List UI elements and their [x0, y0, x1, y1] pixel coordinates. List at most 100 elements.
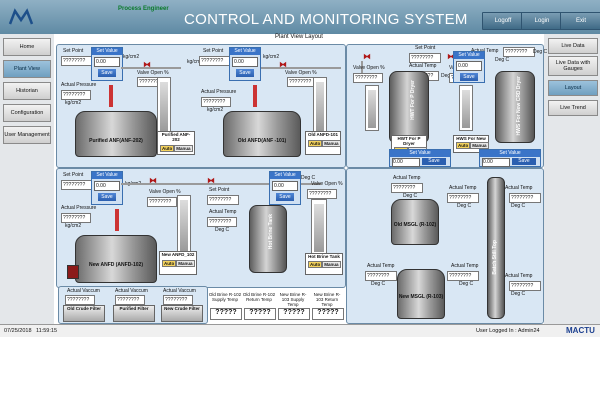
- nav-user-management[interactable]: User Management: [3, 126, 51, 144]
- pipe: [361, 61, 363, 75]
- nav-configuration[interactable]: Configuration: [3, 104, 51, 122]
- set-value-input[interactable]: 0.00: [94, 181, 120, 191]
- tag-card: New ANFD_102 Auto Manua: [159, 251, 197, 275]
- auto-button[interactable]: Auto: [162, 260, 177, 267]
- save-button[interactable]: Save: [236, 69, 254, 77]
- auto-button[interactable]: Auto: [308, 140, 323, 147]
- control-valve-icon[interactable]: ⧓: [363, 52, 371, 61]
- unit-label: Deg C: [511, 203, 526, 209]
- tank-new-msgl[interactable]: New MSGL (R-103): [397, 269, 445, 319]
- tank-old-anfd[interactable]: Old ANFD(ANF -101): [223, 111, 301, 157]
- tank-hwt-p-dryer[interactable]: HWT For P Dryer: [389, 71, 429, 143]
- auto-button[interactable]: Auto: [308, 261, 323, 268]
- set-value-card: Set Value 0.00 Save: [91, 47, 123, 81]
- tank-label: New ANFD (ANFD-102): [89, 262, 143, 268]
- nav-live-trend[interactable]: Live Trend: [548, 100, 598, 116]
- control-valve-icon[interactable]: ⧓: [447, 52, 455, 61]
- set-value-label: Set Value: [92, 172, 122, 179]
- actual-pressure-label: Actual Pressure: [61, 205, 97, 211]
- tank-purified-anf[interactable]: Purified ANF(ANF-202): [75, 111, 157, 157]
- vacuum-value: ????????: [163, 295, 193, 305]
- set-value-label: Set Value: [270, 172, 300, 179]
- set-value-input[interactable]: 0.00: [272, 181, 298, 191]
- set-value-input[interactable]: 0.00: [94, 57, 120, 67]
- save-button[interactable]: Save: [98, 193, 116, 201]
- nav-live-data[interactable]: Live Data: [548, 38, 598, 54]
- filter-old-crude[interactable]: Old Crude Filter: [63, 305, 105, 322]
- brine-temp-value: ?????: [312, 308, 344, 320]
- set-value-input[interactable]: 0.00: [392, 158, 420, 167]
- brine-temp-label: Old Brine R-102 Supply Temp: [208, 292, 242, 302]
- nav-historian[interactable]: Historian: [3, 82, 51, 100]
- exit-button[interactable]: Exit: [560, 12, 600, 30]
- unit-label: Deg C: [301, 175, 316, 181]
- save-button[interactable]: Save: [98, 69, 116, 77]
- tank-old-msgl[interactable]: Old MSGL (R-102): [391, 199, 439, 245]
- valve-open-label: Valve Open %: [353, 65, 385, 71]
- valve-gauge: [365, 85, 379, 131]
- manual-button[interactable]: Manua: [322, 261, 341, 268]
- actual-temp-label: Actual Temp: [449, 185, 477, 191]
- actual-temp-value: ????????: [447, 271, 479, 281]
- pressure-indicator-icon: [109, 85, 113, 107]
- control-valve-icon[interactable]: ⧓: [207, 176, 215, 185]
- set-value-label: Set Value: [230, 48, 260, 55]
- filter-purified[interactable]: Purified Filter: [113, 305, 155, 322]
- save-button[interactable]: Save: [422, 158, 446, 165]
- plant-view-title: Plant View Layout: [275, 34, 323, 40]
- actual-temp-label: Actual Temp: [367, 263, 395, 269]
- actual-temp-value: ????????: [391, 183, 423, 193]
- manual-button[interactable]: Manua: [176, 260, 195, 267]
- tank-hot-brine[interactable]: Hot Brine Tank: [249, 205, 287, 273]
- valve-open-value: ????????: [307, 189, 337, 199]
- panel-anf: Set Point ???????? Set Value 0.00 Save k…: [56, 44, 346, 168]
- auto-button[interactable]: Auto: [160, 145, 175, 152]
- actual-temp-label: Actual Temp: [209, 209, 237, 215]
- control-valve-icon[interactable]: ⧓: [143, 60, 151, 69]
- set-value-input[interactable]: 0.00: [456, 61, 482, 71]
- set-value-card: Set Value 0.00 Save: [479, 149, 541, 167]
- set-value-card: Set Value 0.00 Save: [91, 171, 123, 205]
- actual-vacuum-label: Actual Vaccum: [115, 288, 148, 294]
- unit-label: kg/cm2: [123, 54, 140, 60]
- set-point-label: Set Point: [209, 187, 230, 193]
- valve-gauge: [313, 77, 327, 135]
- unit-label: kg/cm2: [187, 59, 204, 65]
- valve-gauge: [177, 195, 191, 255]
- login-button[interactable]: Login: [521, 12, 563, 30]
- brine-temp-label: Old Brine R-102 Return Temp: [242, 292, 276, 302]
- tank-hws-new-crd[interactable]: HWS For New CRD Dryer: [495, 71, 535, 143]
- valve-open-label: Valve Open %: [137, 70, 169, 76]
- nav-live-data-gauges[interactable]: Live Data with Gauges: [548, 56, 598, 76]
- motor-icon: [67, 265, 79, 279]
- set-value-card: Set Value 0.00 Save: [453, 51, 485, 83]
- set-point-label: Set Point: [63, 48, 84, 54]
- save-button[interactable]: Save: [276, 193, 294, 201]
- set-value-input[interactable]: 0.00: [232, 57, 258, 67]
- nav-layout[interactable]: Layout: [548, 80, 598, 96]
- batch-still-top[interactable]: Batch Still Top: [487, 177, 505, 319]
- manual-button[interactable]: Manua: [470, 142, 489, 149]
- unit-label: Deg C: [215, 227, 230, 233]
- brine-temp-label: New Brine R-103 Supply Temp: [279, 292, 307, 307]
- auto-button[interactable]: Auto: [456, 142, 471, 149]
- set-value-input[interactable]: 0.00: [482, 158, 510, 167]
- unit-label: Deg C: [533, 49, 548, 55]
- nav-home[interactable]: Home: [3, 38, 51, 56]
- tank-label: Purified ANF(ANF-202): [89, 138, 143, 144]
- actual-pressure-value: ????????: [61, 90, 91, 100]
- filter-new-crude[interactable]: New Crude Filter: [161, 305, 203, 322]
- manual-button[interactable]: Manua: [174, 145, 193, 152]
- control-valve-icon[interactable]: ⧓: [149, 176, 157, 185]
- save-button[interactable]: Save: [460, 73, 478, 81]
- vacuum-value: ????????: [65, 295, 95, 305]
- control-valve-icon[interactable]: ⧓: [279, 60, 287, 69]
- unit-label: Deg C: [495, 57, 510, 63]
- save-button[interactable]: Save: [512, 158, 536, 165]
- vacuum-strip: Actual Vaccum ???????? Old Crude Filter …: [58, 286, 208, 324]
- valve-open-label: Valve Open %: [285, 70, 317, 76]
- tank-new-anfd[interactable]: New ANFD (ANFD-102): [75, 235, 157, 283]
- nav-plant-view[interactable]: Plant View: [3, 60, 51, 78]
- logoff-button[interactable]: Logoff: [482, 12, 524, 30]
- manual-button[interactable]: Manua: [322, 140, 341, 147]
